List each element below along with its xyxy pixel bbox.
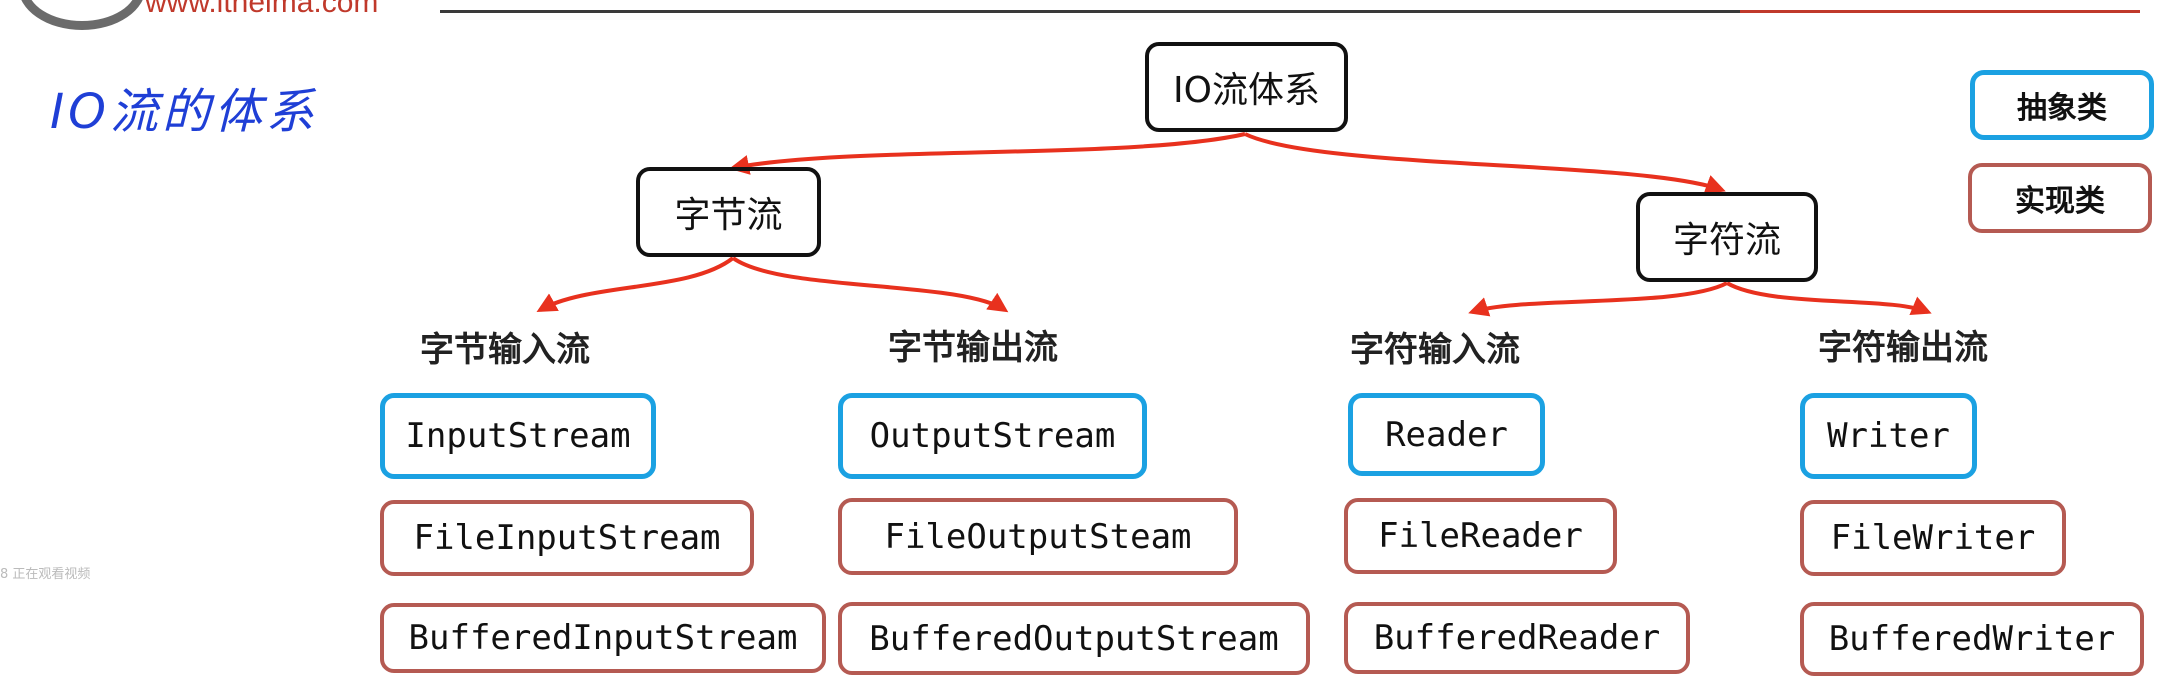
header-divider [440,10,2140,13]
reader-box: Reader [1348,393,1545,476]
writer-box: Writer [1800,393,1977,479]
slide-title: IO流的体系 [50,84,318,140]
header-divider-accent [1740,10,2140,13]
file-output-steam-box: FileOutputSteam [838,498,1238,575]
output-stream-box: OutputStream [838,393,1147,479]
byte-input-label: 字节输入流 [420,330,590,370]
arrow-char-output [1725,281,1932,316]
viewer-count: 8 正在观看视频 [0,567,91,582]
byte-output-label: 字节输出流 [888,328,1058,368]
arrow-byte-input [536,256,735,312]
buffered-reader-box: BufferedReader [1344,602,1690,674]
file-reader-box: FileReader [1344,498,1617,574]
arrow-char-input [1468,281,1728,317]
file-input-stream-box: FileInputStream [380,500,754,576]
buffered-input-stream-box: BufferedInputStream [380,603,826,673]
arrow-root-byte [729,132,1246,175]
char-input-label: 字符输入流 [1350,330,1520,370]
arrow-byte-output [731,256,1009,313]
byte-stream-node: 字节流 [636,167,821,257]
char-stream-node: 字符流 [1636,192,1818,282]
input-stream-box: InputStream [380,393,656,479]
arrow-root-char [1244,132,1726,194]
header-url: www.itheima.com [145,0,379,19]
legend-abstract-class: 抽象类 [1970,70,2154,140]
buffered-writer-box: BufferedWriter [1800,602,2144,676]
legend-implementation-class: 实现类 [1968,163,2152,233]
root-node: IO流体系 [1145,42,1348,132]
buffered-output-stream-box: BufferedOutputStream [838,602,1310,675]
char-output-label: 字符输出流 [1818,328,1988,368]
file-writer-box: FileWriter [1800,500,2066,576]
